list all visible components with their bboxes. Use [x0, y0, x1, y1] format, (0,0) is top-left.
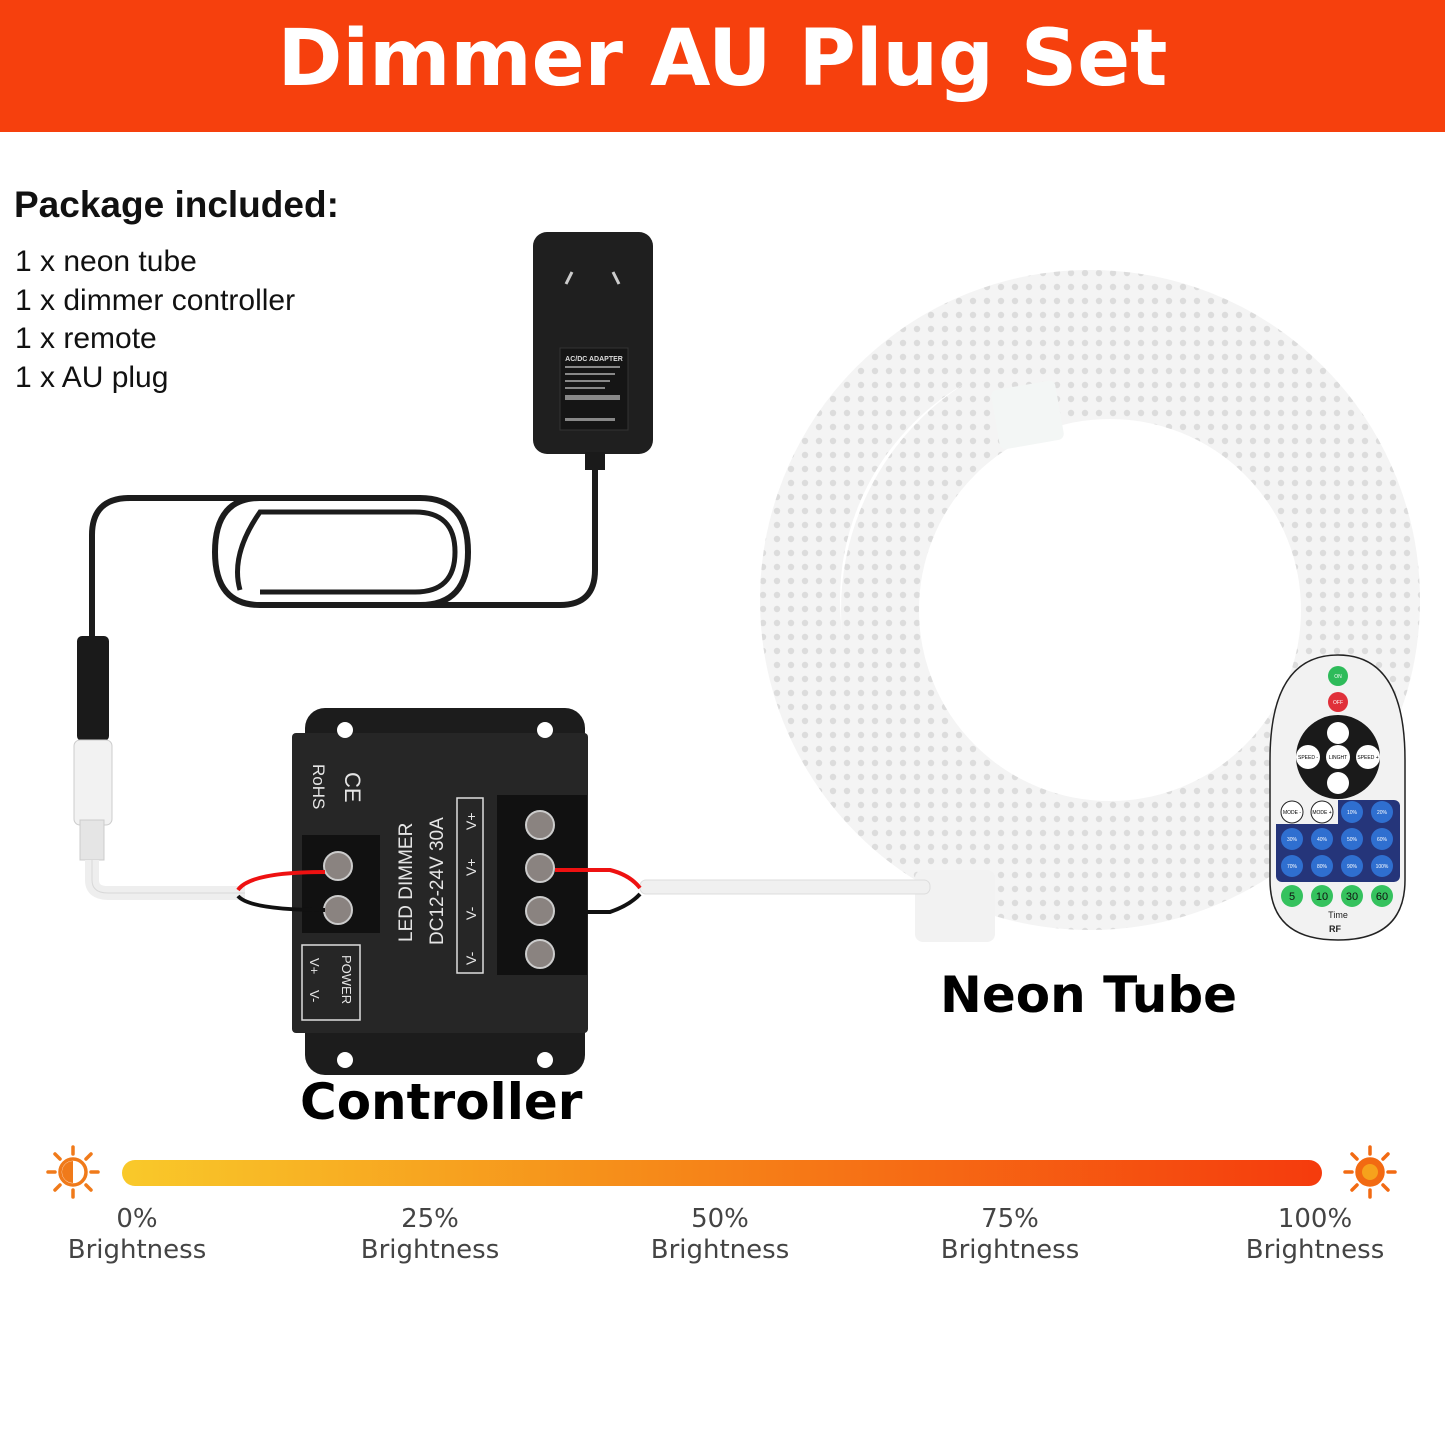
brightness-gradient-bar — [122, 1160, 1322, 1186]
neon-tube-image — [639, 270, 1420, 942]
package-title: Package included: — [14, 184, 339, 225]
brightness-stop-0: 0%Brightness — [67, 1204, 207, 1265]
remote-level-label: 70% — [1287, 864, 1298, 870]
remote-control: ON OFF SPEED - SPEED + LINGHT MODE - MOD… — [1269, 654, 1406, 941]
svg-text:LED DIMMER: LED DIMMER — [396, 823, 417, 942]
remote-level-label: 60% — [1377, 837, 1388, 843]
remote-level-button[interactable] — [1341, 855, 1363, 877]
package-item: 1 x remote — [15, 322, 157, 355]
package-item: 1 x AU plug — [15, 361, 169, 394]
svg-text:MODE +: MODE + — [1312, 810, 1331, 816]
brightness-stop-100: 100%Brightness — [1245, 1204, 1385, 1265]
svg-text:RF: RF — [1329, 924, 1341, 934]
header-banner — [0, 0, 1445, 132]
remote-timer-button[interactable] — [1371, 885, 1393, 907]
remote-timer-label: 10 — [1316, 891, 1328, 903]
svg-text:POWER: POWER — [339, 955, 354, 1004]
product-illustration: AC/DC ADAPTER RoHS CE LED DIMMER DC12-24… — [73, 232, 1420, 1075]
remote-level-label: 90% — [1347, 864, 1358, 870]
remote-timer-button[interactable] — [1341, 885, 1363, 907]
svg-text:SPEED -: SPEED - — [1298, 755, 1318, 761]
remote-timer-label: 60 — [1376, 891, 1388, 903]
remote-level-label: 30% — [1287, 837, 1298, 843]
svg-text:V+: V+ — [307, 958, 322, 974]
svg-text:MODE -: MODE - — [1283, 810, 1301, 816]
remote-level-button[interactable] — [1371, 801, 1393, 823]
svg-text:RoHS: RoHS — [309, 764, 328, 809]
svg-text:V-: V- — [463, 906, 479, 920]
neon-tube-label: Neon Tube — [940, 966, 1238, 1024]
remote-timer-button[interactable] — [1281, 885, 1303, 907]
remote-level-label: 80% — [1317, 864, 1328, 870]
svg-text:V+: V+ — [463, 812, 479, 830]
svg-text:SPEED +: SPEED + — [1357, 755, 1378, 761]
remote-level-button[interactable] — [1341, 828, 1363, 850]
remote-timer-button[interactable] — [1311, 885, 1333, 907]
dimmer-controller: RoHS CE LED DIMMER DC12-24V 30A V+ V+ V-… — [236, 708, 642, 1075]
remote-level-label: 10% — [1347, 810, 1358, 816]
remote-level-button[interactable] — [1281, 855, 1303, 877]
remote-level-button[interactable] — [1281, 828, 1303, 850]
dc-plug — [77, 636, 109, 741]
remote-level-button[interactable] — [1311, 855, 1333, 877]
adapter-label: AC/DC ADAPTER — [565, 356, 623, 363]
au-plug-adapter: AC/DC ADAPTER — [533, 232, 653, 470]
remote-level-label: 100% — [1376, 864, 1389, 870]
controller-label: Controller — [300, 1073, 583, 1131]
remote-timer-label: 30 — [1346, 891, 1358, 903]
remote-level-button[interactable] — [1311, 828, 1333, 850]
brightness-stop-25: 25%Brightness — [360, 1204, 500, 1265]
brightness-stop-50: 50%Brightness — [650, 1204, 790, 1265]
svg-text:LINGHT: LINGHT — [1329, 755, 1347, 761]
svg-text:V+: V+ — [463, 858, 479, 876]
package-item: 1 x neon tube — [15, 245, 197, 278]
svg-text:Time: Time — [1328, 910, 1348, 920]
remote-level-button[interactable] — [1371, 828, 1393, 850]
svg-text:OFF: OFF — [1333, 700, 1343, 706]
remote-level-button[interactable] — [1371, 855, 1393, 877]
remote-timer-label: 5 — [1289, 891, 1295, 903]
svg-text:ON: ON — [1334, 674, 1342, 680]
sun-half-icon — [46, 1145, 100, 1199]
sun-full-icon — [1343, 1145, 1397, 1199]
svg-text:V-: V- — [463, 951, 479, 965]
remote-level-label: 50% — [1347, 837, 1358, 843]
svg-text:DC12-24V 30A: DC12-24V 30A — [427, 817, 448, 945]
svg-text:CE: CE — [340, 772, 365, 803]
svg-text:V-: V- — [307, 990, 322, 1002]
brightness-stop-75: 75%Brightness — [940, 1204, 1080, 1265]
remote-level-label: 40% — [1317, 837, 1328, 843]
package-item: 1 x dimmer controller — [15, 284, 296, 317]
remote-level-button[interactable] — [1341, 801, 1363, 823]
adapter-cable — [89, 455, 598, 640]
remote-level-label: 20% — [1377, 810, 1388, 816]
page-title: Dimmer AU Plug Set — [277, 14, 1168, 104]
